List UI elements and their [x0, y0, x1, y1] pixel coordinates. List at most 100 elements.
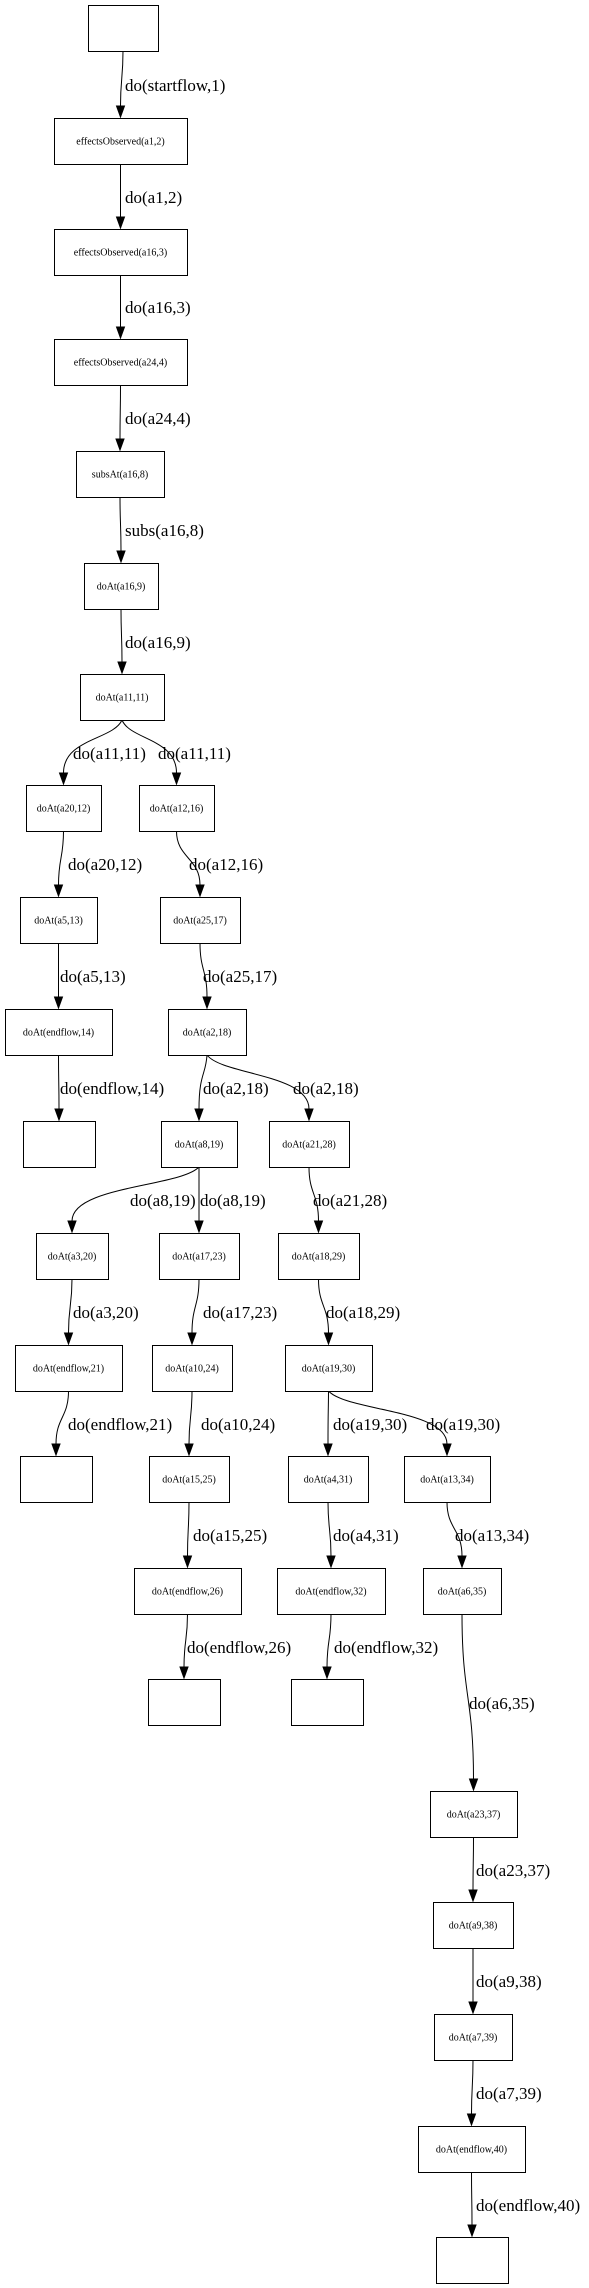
arrowhead-icon	[202, 996, 212, 1010]
edge-label: do(a12,16)	[189, 855, 263, 874]
edge-label: do(a9,38)	[476, 1972, 542, 1991]
node-label: doAt(a16,9)	[97, 582, 146, 593]
node-box	[15, 1345, 123, 1392]
arrowhead-icon	[53, 996, 64, 1010]
node-label: doAt(a6,35)	[438, 1587, 487, 1598]
edge-label: do(a19,30)	[426, 1415, 500, 1434]
arrowhead-icon	[58, 772, 69, 786]
arrowhead-icon	[467, 2224, 477, 2238]
node-label: effectsObserved(a1,2)	[76, 137, 164, 148]
node-label: doAt(endflow,21)	[33, 1364, 104, 1375]
state-node: doAt(a15,25)	[149, 1456, 230, 1503]
arrowhead-icon	[115, 216, 126, 230]
state-node: doAt(a5,13)	[20, 897, 98, 944]
state-node: doAt(endflow,21)	[15, 1345, 123, 1392]
edge: do(endflow,26)	[179, 1613, 291, 1680]
edge-label: do(a10,24)	[201, 1415, 275, 1434]
edge-line	[326, 1613, 332, 1668]
edge: do(a11,11)	[58, 719, 146, 786]
state-node: effectsObserved(a16,3)	[54, 229, 188, 276]
edge-label: do(endflow,14)	[60, 1079, 164, 1098]
node-label: doAt(a7,39)	[449, 2033, 498, 2044]
node-box	[54, 339, 188, 386]
empty-node	[20, 1456, 93, 1503]
arrowhead-icon	[182, 1555, 193, 1569]
edge: do(endflow,14)	[54, 1054, 164, 1122]
nodes-layer: effectsObserved(a1,2) effectsObserved(a16…	[5, 5, 526, 2284]
edge-label: do(endflow,32)	[334, 1638, 438, 1657]
edge-label: do(a16,9)	[125, 633, 191, 652]
edge-label: do(a11,11)	[158, 744, 231, 763]
node-label: doAt(endflow,32)	[295, 1587, 366, 1598]
node-box	[80, 674, 165, 721]
edge: do(a8,19)	[67, 1166, 200, 1234]
node-label: doAt(a19,30)	[302, 1364, 356, 1375]
node-label: subsAt(a16,8)	[92, 470, 148, 481]
node-label: doAt(endflow,40)	[436, 2145, 507, 2156]
arrowhead-icon	[468, 1889, 478, 1903]
edge-label: do(a6,35)	[469, 1694, 535, 1713]
arrowhead-icon	[179, 1666, 189, 1680]
node-box	[288, 1456, 369, 1503]
edge: do(endflow,21)	[51, 1390, 172, 1457]
state-node: doAt(a4,31)	[288, 1456, 369, 1503]
state-node: doAt(endflow,32)	[277, 1568, 386, 1615]
edge: do(a5,13)	[53, 943, 126, 1010]
edge: do(a2,18)	[206, 1054, 359, 1122]
node-box	[152, 1345, 233, 1392]
edge-line	[471, 2171, 473, 2226]
node-box	[433, 1902, 514, 1949]
edge: do(a1,2)	[115, 164, 182, 230]
arrowhead-icon	[457, 1555, 467, 1569]
arrowhead-icon	[323, 1443, 333, 1457]
edge-label: do(a11,11)	[73, 744, 146, 763]
edge-label: do(a20,12)	[68, 855, 142, 874]
arrowhead-icon	[184, 1443, 194, 1457]
node-box	[23, 1121, 96, 1168]
state-node: doAt(a2,18)	[168, 1009, 247, 1056]
state-node: doAt(a18,29)	[278, 1233, 360, 1280]
node-label: doAt(a15,25)	[162, 1475, 216, 1486]
edge-line	[176, 830, 201, 886]
node-box	[20, 1456, 93, 1503]
node-box	[168, 1009, 247, 1056]
node-box	[148, 1679, 221, 1726]
edge: do(a24,4)	[115, 384, 191, 452]
edge-label: do(a15,25)	[193, 1526, 267, 1545]
node-label: doAt(a8,19)	[175, 1140, 224, 1151]
edge: do(a21,28)	[308, 1166, 387, 1234]
edge-line	[318, 1278, 329, 1334]
node-box	[20, 897, 98, 944]
edge-label: do(a2,18)	[203, 1079, 269, 1098]
node-box	[285, 1345, 373, 1392]
edge-line	[58, 1054, 60, 1110]
node-box	[434, 2014, 513, 2061]
edge-line	[461, 1613, 474, 1780]
edge: do(a19,30)	[328, 1390, 500, 1457]
node-box	[291, 1679, 364, 1726]
state-node: doAt(a7,39)	[434, 2014, 513, 2061]
edge-label: do(a5,13)	[60, 967, 126, 986]
arrowhead-icon	[117, 661, 127, 675]
edge-label: do(a21,28)	[313, 1191, 387, 1210]
edge-label: do(a2,18)	[293, 1079, 359, 1098]
edge-line	[55, 1390, 69, 1445]
edge-line	[119, 384, 121, 440]
node-label: doAt(a12,16)	[150, 804, 204, 815]
state-node: doAt(a6,35)	[423, 1568, 502, 1615]
arrowhead-icon	[442, 1443, 452, 1457]
arrowhead-icon	[51, 1443, 61, 1457]
edge-label: do(startflow,1)	[125, 76, 225, 95]
edge-line	[191, 1278, 200, 1334]
arrowhead-icon	[313, 1220, 324, 1234]
arrowhead-icon	[116, 550, 126, 564]
state-node: doAt(a11,11)	[80, 674, 165, 721]
edge-label: do(a7,39)	[476, 2084, 542, 2103]
node-label: doAt(a18,29)	[292, 1252, 346, 1263]
arrowhead-icon	[115, 438, 125, 452]
node-box	[159, 1233, 240, 1280]
edge-line	[471, 2059, 474, 2115]
state-node: effectsObserved(a1,2)	[54, 118, 188, 165]
node-label: doAt(endflow,26)	[152, 1587, 223, 1598]
edge-line	[308, 1166, 319, 1222]
